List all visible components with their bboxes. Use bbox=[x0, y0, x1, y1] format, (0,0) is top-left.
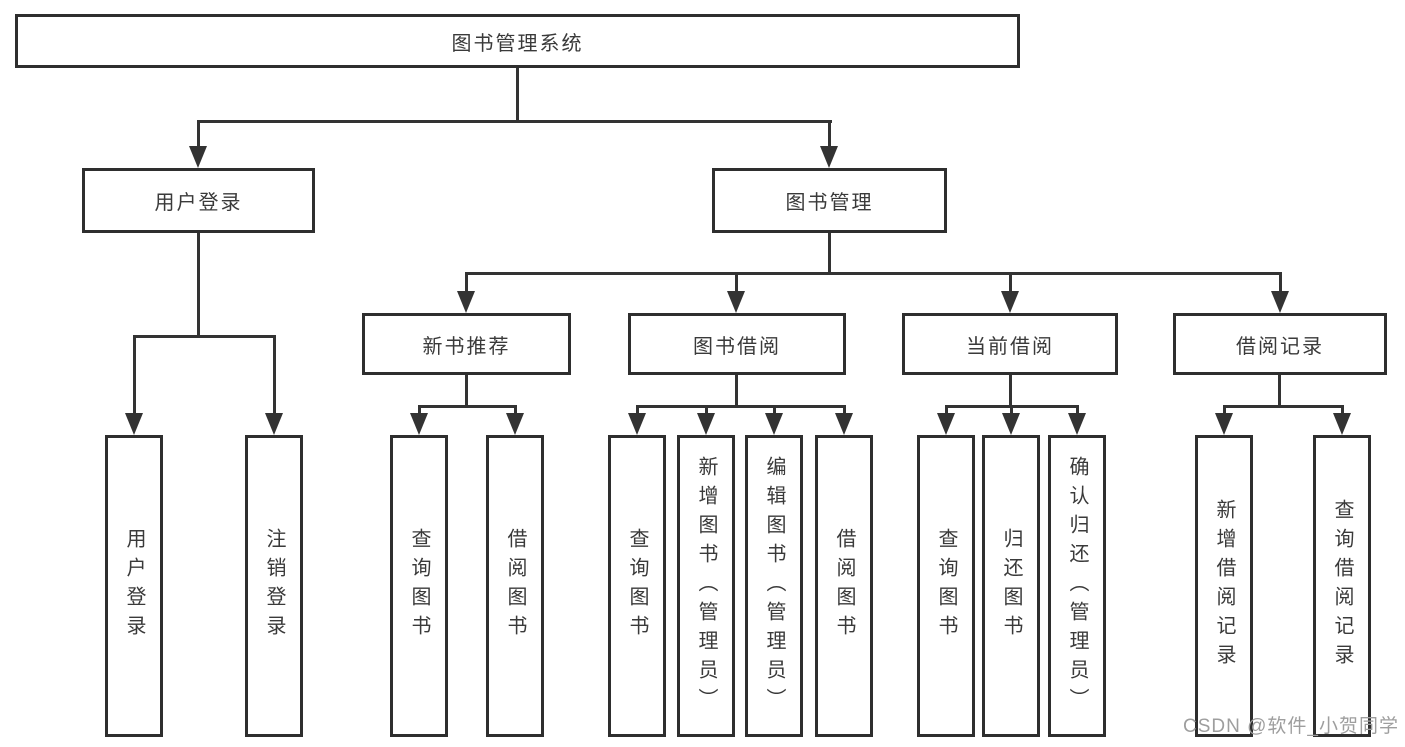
connector-line bbox=[773, 405, 776, 415]
connector-line bbox=[516, 68, 519, 120]
connector-line bbox=[418, 405, 421, 415]
node-label: 注销登录 bbox=[263, 528, 285, 644]
arrow-down-icon bbox=[1271, 291, 1289, 313]
leaf-return-book: 归还图书 bbox=[982, 435, 1040, 737]
node-label: 查询图书 bbox=[408, 528, 430, 644]
node-label: 借阅图书 bbox=[833, 528, 855, 644]
connector-line bbox=[1223, 405, 1344, 408]
arrow-down-icon bbox=[265, 413, 283, 435]
node-label: 借阅记录 bbox=[1236, 335, 1324, 358]
arrow-down-icon bbox=[765, 413, 783, 435]
leaf-add-book-admin: 新增图书（管理员） bbox=[677, 435, 735, 737]
arrow-down-icon bbox=[727, 291, 745, 313]
node-user-login: 用户登录 bbox=[82, 168, 315, 233]
node-label: 图书管理 bbox=[785, 192, 874, 214]
connector-line bbox=[843, 405, 846, 415]
connector-line bbox=[945, 405, 948, 415]
arrow-down-icon bbox=[835, 413, 853, 435]
connector-line bbox=[465, 272, 468, 293]
leaf-borrow-book: 借阅图书 bbox=[486, 435, 544, 737]
connector-line bbox=[636, 405, 639, 415]
node-new-book-recommend: 新书推荐 bbox=[362, 313, 571, 375]
node-label: 借阅图书 bbox=[504, 528, 526, 644]
arrow-down-icon bbox=[1001, 291, 1019, 313]
arrow-down-icon bbox=[697, 413, 715, 435]
arrow-down-icon bbox=[937, 413, 955, 435]
leaf-query-book: 查询图书 bbox=[608, 435, 666, 737]
node-label: 当前借阅 bbox=[966, 335, 1054, 358]
connector-line bbox=[1223, 405, 1226, 415]
connector-line bbox=[828, 120, 831, 148]
connector-line bbox=[1278, 375, 1281, 405]
node-label: 查询图书 bbox=[935, 528, 957, 644]
connector-line bbox=[133, 335, 136, 415]
connector-line bbox=[197, 120, 832, 123]
node-label: 查询借阅记录 bbox=[1331, 499, 1353, 673]
arrow-down-icon bbox=[410, 413, 428, 435]
arrow-down-icon bbox=[457, 291, 475, 313]
leaf-user-login: 用户登录 bbox=[105, 435, 163, 737]
connector-line bbox=[1010, 405, 1013, 415]
connector-line bbox=[133, 335, 276, 338]
arrow-down-icon bbox=[189, 146, 207, 168]
node-label: 查询图书 bbox=[626, 528, 648, 644]
leaf-borrow-book: 借阅图书 bbox=[815, 435, 873, 737]
connector-line bbox=[705, 405, 708, 415]
connector-line bbox=[1009, 375, 1012, 405]
node-current-borrow: 当前借阅 bbox=[902, 313, 1118, 375]
leaf-query-borrow-record: 查询借阅记录 bbox=[1313, 435, 1371, 737]
arrow-down-icon bbox=[628, 413, 646, 435]
connector-line bbox=[735, 375, 738, 405]
connector-line bbox=[197, 233, 200, 335]
arrow-down-icon bbox=[506, 413, 524, 435]
node-label: 新增图书（管理员） bbox=[695, 455, 717, 717]
connector-line bbox=[418, 405, 517, 408]
node-label: 图书借阅 bbox=[693, 335, 781, 358]
leaf-add-borrow-record: 新增借阅记录 bbox=[1195, 435, 1253, 737]
node-library-system: 图书管理系统 bbox=[15, 14, 1020, 68]
connector-line bbox=[197, 120, 200, 148]
node-label: 用户登录 bbox=[154, 192, 243, 214]
node-label: 新增借阅记录 bbox=[1213, 499, 1235, 673]
connector-line bbox=[465, 272, 1282, 275]
connector-line bbox=[1341, 405, 1344, 415]
node-label: 用户登录 bbox=[123, 528, 145, 644]
connector-line bbox=[735, 272, 738, 293]
node-label: 确认归还（管理员） bbox=[1066, 455, 1088, 717]
node-label: 图书管理系统 bbox=[451, 32, 584, 55]
arrow-down-icon bbox=[1068, 413, 1086, 435]
connector-line bbox=[514, 405, 517, 415]
connector-line bbox=[465, 375, 468, 405]
connector-line bbox=[1076, 405, 1079, 415]
leaf-confirm-return-admin: 确认归还（管理员） bbox=[1048, 435, 1106, 737]
arrow-down-icon bbox=[1002, 413, 1020, 435]
node-label: 编辑图书（管理员） bbox=[763, 455, 785, 717]
connector-line bbox=[636, 405, 846, 408]
connector-line bbox=[273, 335, 276, 415]
arrow-down-icon bbox=[1215, 413, 1233, 435]
leaf-edit-book-admin: 编辑图书（管理员） bbox=[745, 435, 803, 737]
node-book-management: 图书管理 bbox=[712, 168, 947, 233]
node-label: 归还图书 bbox=[1000, 528, 1022, 644]
node-book-borrow: 图书借阅 bbox=[628, 313, 846, 375]
node-label: 新书推荐 bbox=[422, 335, 511, 358]
arrow-down-icon bbox=[820, 146, 838, 168]
leaf-query-book: 查询图书 bbox=[917, 435, 975, 737]
leaf-logout: 注销登录 bbox=[245, 435, 303, 737]
node-borrow-records: 借阅记录 bbox=[1173, 313, 1387, 375]
arrow-down-icon bbox=[125, 413, 143, 435]
watermark: CSDN @软件_小贺同学 bbox=[1183, 716, 1399, 737]
connector-line bbox=[828, 233, 831, 272]
connector-line bbox=[1279, 272, 1282, 293]
leaf-query-book: 查询图书 bbox=[390, 435, 448, 737]
connector-line bbox=[1009, 272, 1012, 293]
arrow-down-icon bbox=[1333, 413, 1351, 435]
